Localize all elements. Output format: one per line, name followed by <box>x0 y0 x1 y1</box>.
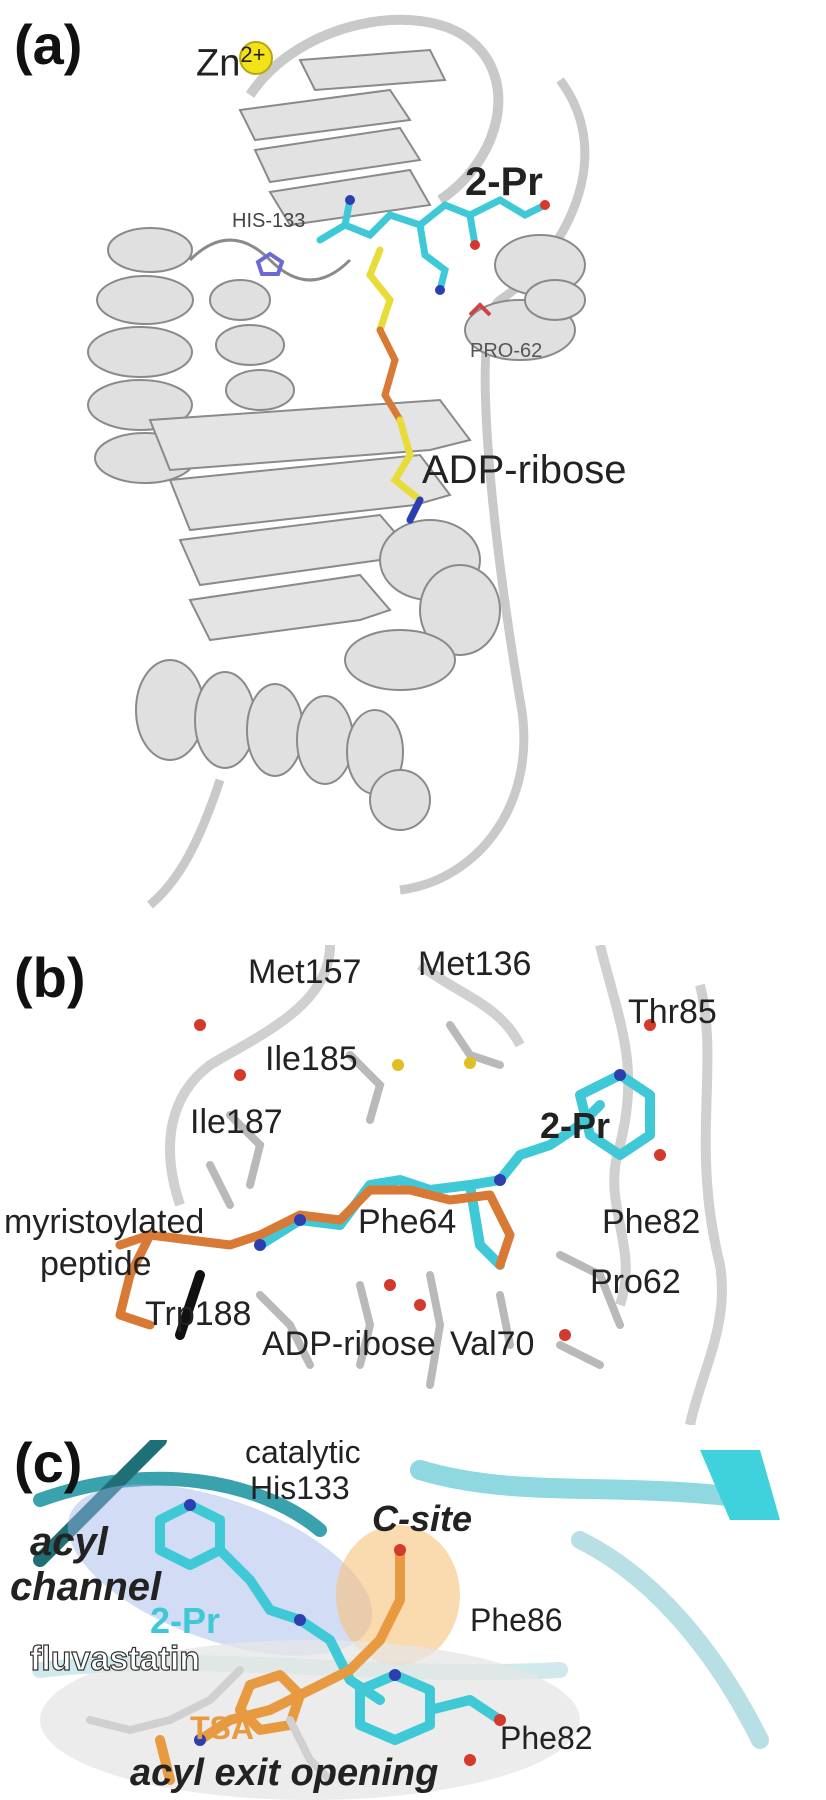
loop-right <box>399 77 590 895</box>
pro62-label-b: Pro62 <box>590 1263 681 1301</box>
acyl-exit-region <box>40 1640 580 1800</box>
helix-lower-right <box>344 519 501 691</box>
zinc-label: Zn2+ <box>196 42 265 86</box>
val70-label: Val70 <box>450 1325 535 1363</box>
panel-a-label: (a) <box>14 13 83 76</box>
beta-sheet-central <box>148 398 472 642</box>
panel-c-label: (c) <box>14 1440 83 1494</box>
pro62-sidechain <box>468 302 492 317</box>
tsa-label: TSA <box>190 1710 254 1746</box>
peptide-label-line1: myristoylated <box>4 1203 205 1241</box>
phe82-label-b: Phe82 <box>602 1203 701 1241</box>
panel-b-structure <box>115 945 728 1425</box>
met136-label: Met136 <box>418 945 532 983</box>
zinc-charge: 2+ <box>240 42 266 67</box>
ligand-label-c: 2-Pr <box>150 1600 221 1641</box>
panel-b: (b) Met157 Met136 Thr85 Ile185 Ile187 2-… <box>0 945 826 1425</box>
c-site-label: C-site <box>372 1498 473 1539</box>
myristoyl-peptide-b <box>115 1185 515 1330</box>
trp188-stick <box>175 1270 205 1340</box>
panel-c-structure <box>32 1440 780 1800</box>
trp188-label: Trp188 <box>145 1295 252 1333</box>
ligand-label-b: 2-Pr <box>540 1105 611 1146</box>
acyl-exit-label: acyl exit opening <box>130 1752 439 1794</box>
met157-label: Met157 <box>248 953 362 991</box>
phe64-label: Phe64 <box>358 1203 457 1241</box>
acyl-channel-label-line2: channel <box>10 1565 162 1609</box>
acyl-channel-region <box>67 1484 373 1656</box>
met136-sulfur <box>464 1057 476 1069</box>
loop-top <box>245 14 504 205</box>
ile185-label: Ile185 <box>265 1040 358 1078</box>
zinc-ion <box>239 41 273 75</box>
helix-bottom <box>135 659 431 831</box>
adpr-label-a: ADP-ribose <box>422 448 627 492</box>
peptide-label-line2: peptide <box>40 1245 152 1283</box>
residue-sticks-b <box>206 1021 624 1389</box>
his133-label-a: HIS-133 <box>232 210 306 232</box>
phe86-label: Phe86 <box>470 1602 563 1638</box>
phe82-label-c: Phe82 <box>500 1720 593 1756</box>
helix-left <box>188 238 352 282</box>
panel-a: (a) Zn2+ 2-Pr HIS-133 PRO-62 ADP-ribose <box>14 13 627 909</box>
fluvastatin-label: fluvastatin <box>29 1639 201 1678</box>
panel-a-structure <box>87 14 590 909</box>
helix-right <box>464 234 586 361</box>
met157-sulfur <box>392 1059 404 1071</box>
his133-sidechain <box>255 251 285 276</box>
adpr-sticks <box>365 246 424 524</box>
loop-bottom <box>147 778 225 909</box>
oxygen-atoms-b <box>194 1019 666 1341</box>
nitrogen-atoms-b <box>254 1069 626 1251</box>
pro62-label-a: PRO-62 <box>470 340 543 362</box>
panel-c: (c) catalytic His133 C-site acyl channel… <box>0 1440 826 1800</box>
acyl-channel-label-line1: acyl <box>30 1520 108 1564</box>
ile187-label: Ile187 <box>190 1103 283 1141</box>
his133-label-line2: His133 <box>250 1470 350 1506</box>
thr85-label: Thr85 <box>628 993 717 1031</box>
his133-label-line1: catalytic <box>245 1440 361 1470</box>
ligand-2pr-heteroatoms <box>345 195 550 295</box>
adpr-label-b: ADP-ribose <box>262 1325 436 1363</box>
backbone-b <box>165 945 728 1425</box>
fluvastatin-sticks <box>86 1666 334 1784</box>
zinc-symbol: Zn <box>196 42 241 85</box>
ligand-label-a: 2-Pr <box>465 160 543 204</box>
atoms-c <box>184 1499 506 1766</box>
panel-b-label: (b) <box>14 946 86 1009</box>
